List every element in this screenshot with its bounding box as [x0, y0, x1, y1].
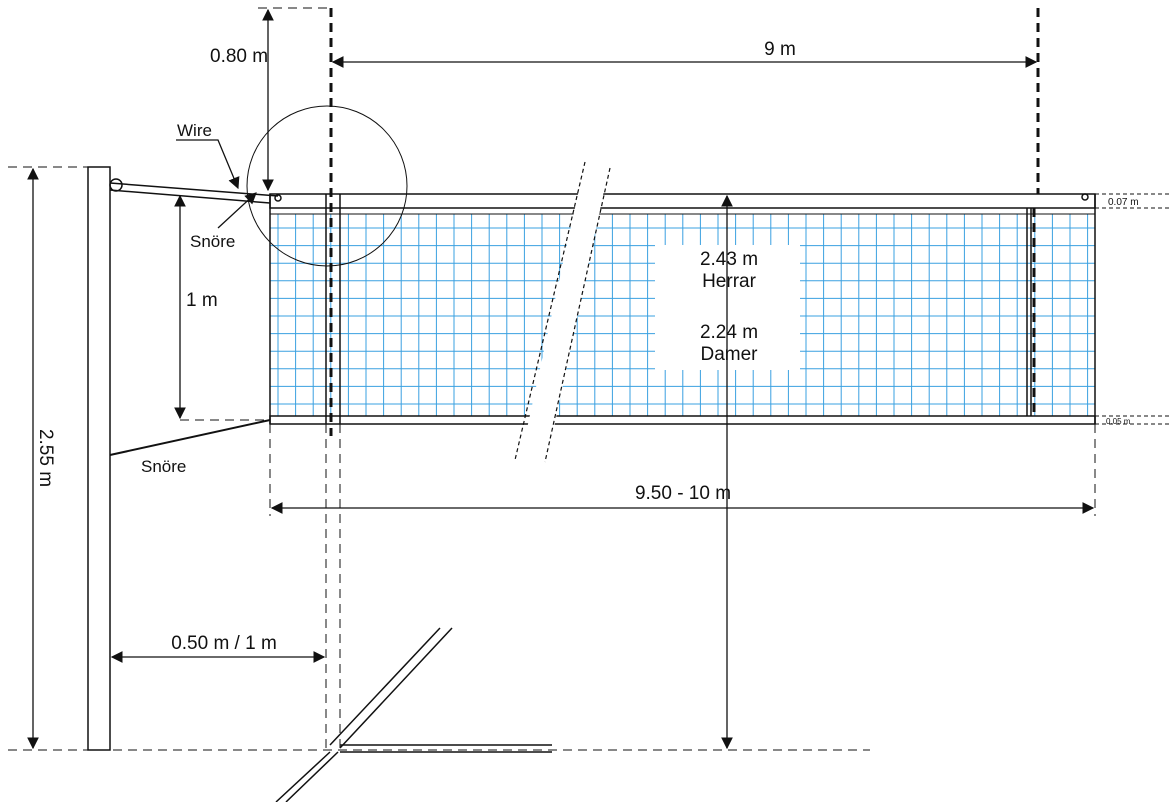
wire-label: Wire	[177, 121, 212, 140]
court-lines	[275, 627, 552, 802]
post-distance-label: 0.50 m / 1 m	[171, 633, 277, 654]
zoom-circle	[246, 105, 408, 267]
dimension-arrows	[27, 8, 1095, 750]
right-antenna	[1032, 8, 1040, 416]
top-band-label: 0.07 m	[1108, 197, 1139, 208]
women-label: Damer	[700, 344, 758, 365]
snore-top-label: Snöre	[190, 232, 235, 251]
wire-leader	[176, 139, 240, 190]
bottom-band-label: 0.05 m	[1106, 417, 1131, 426]
men-label: Herrar	[702, 271, 757, 292]
net-length-label: 9.50 - 10 m	[635, 483, 731, 504]
net-bottom-band	[269, 415, 1096, 425]
bottom-rope	[109, 419, 271, 456]
top-height-label: 0.80 m	[210, 46, 268, 67]
women-height-label: 2.24 m	[700, 322, 758, 343]
break-marks	[514, 161, 611, 470]
helper-lines	[8, 7, 1170, 751]
net-depth-label: 1 m	[186, 290, 218, 311]
post	[87, 166, 111, 751]
post-height-label: 2.55 m	[35, 429, 56, 487]
snore-leader	[217, 192, 257, 229]
snore-bottom-label: Snöre	[141, 457, 186, 476]
net-top-band	[269, 193, 1096, 215]
men-height-label: 2.43 m	[700, 249, 758, 270]
antenna-span-label: 9 m	[764, 39, 796, 60]
side-bands	[325, 194, 1032, 424]
